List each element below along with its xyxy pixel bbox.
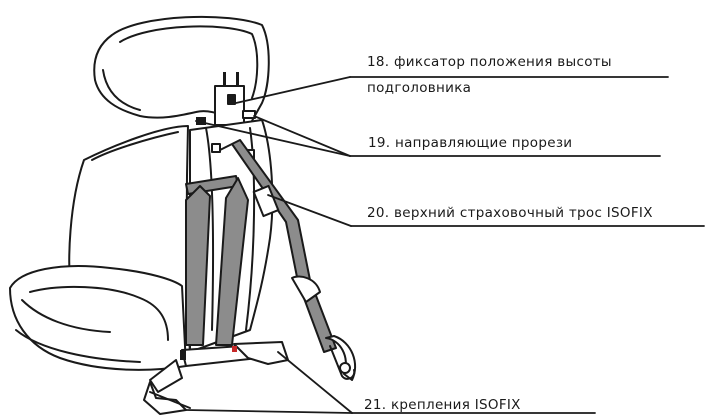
callout-18-label: 18. фиксатор положения высоты <box>367 54 612 70</box>
callout-21-label: 21. крепления ISOFIX <box>364 397 521 413</box>
callout-20-label: 20. верхний страховочный трос ISOFIX <box>367 205 653 221</box>
callout-18-label-continued: подголовника <box>367 80 471 96</box>
callout-19-label: 19. направляющие прорези <box>368 135 572 151</box>
seat-base <box>10 266 186 370</box>
